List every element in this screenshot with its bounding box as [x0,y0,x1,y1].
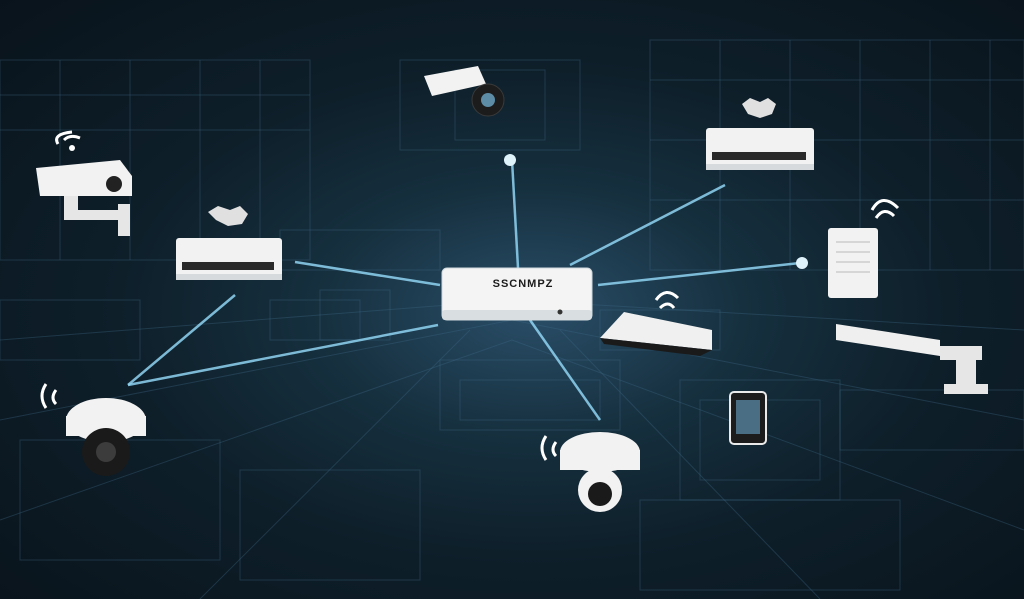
router-icon [828,199,900,298]
network-switch-icon [176,206,282,280]
tablet-icon [729,391,767,445]
dome-camera-icon [40,383,146,476]
network-switch-icon [706,98,814,170]
security-camera-icon [36,130,132,236]
connection-lines [127,159,801,421]
dome-camera-icon [540,432,640,512]
hub-label: SSCNMPZ [492,278,554,290]
central-hub[interactable] [441,267,593,321]
sensor-panel-icon [600,291,712,356]
node-right [796,257,808,269]
mount-arm-icon [836,324,988,394]
projector-icon [424,66,505,117]
node-top [504,154,516,166]
